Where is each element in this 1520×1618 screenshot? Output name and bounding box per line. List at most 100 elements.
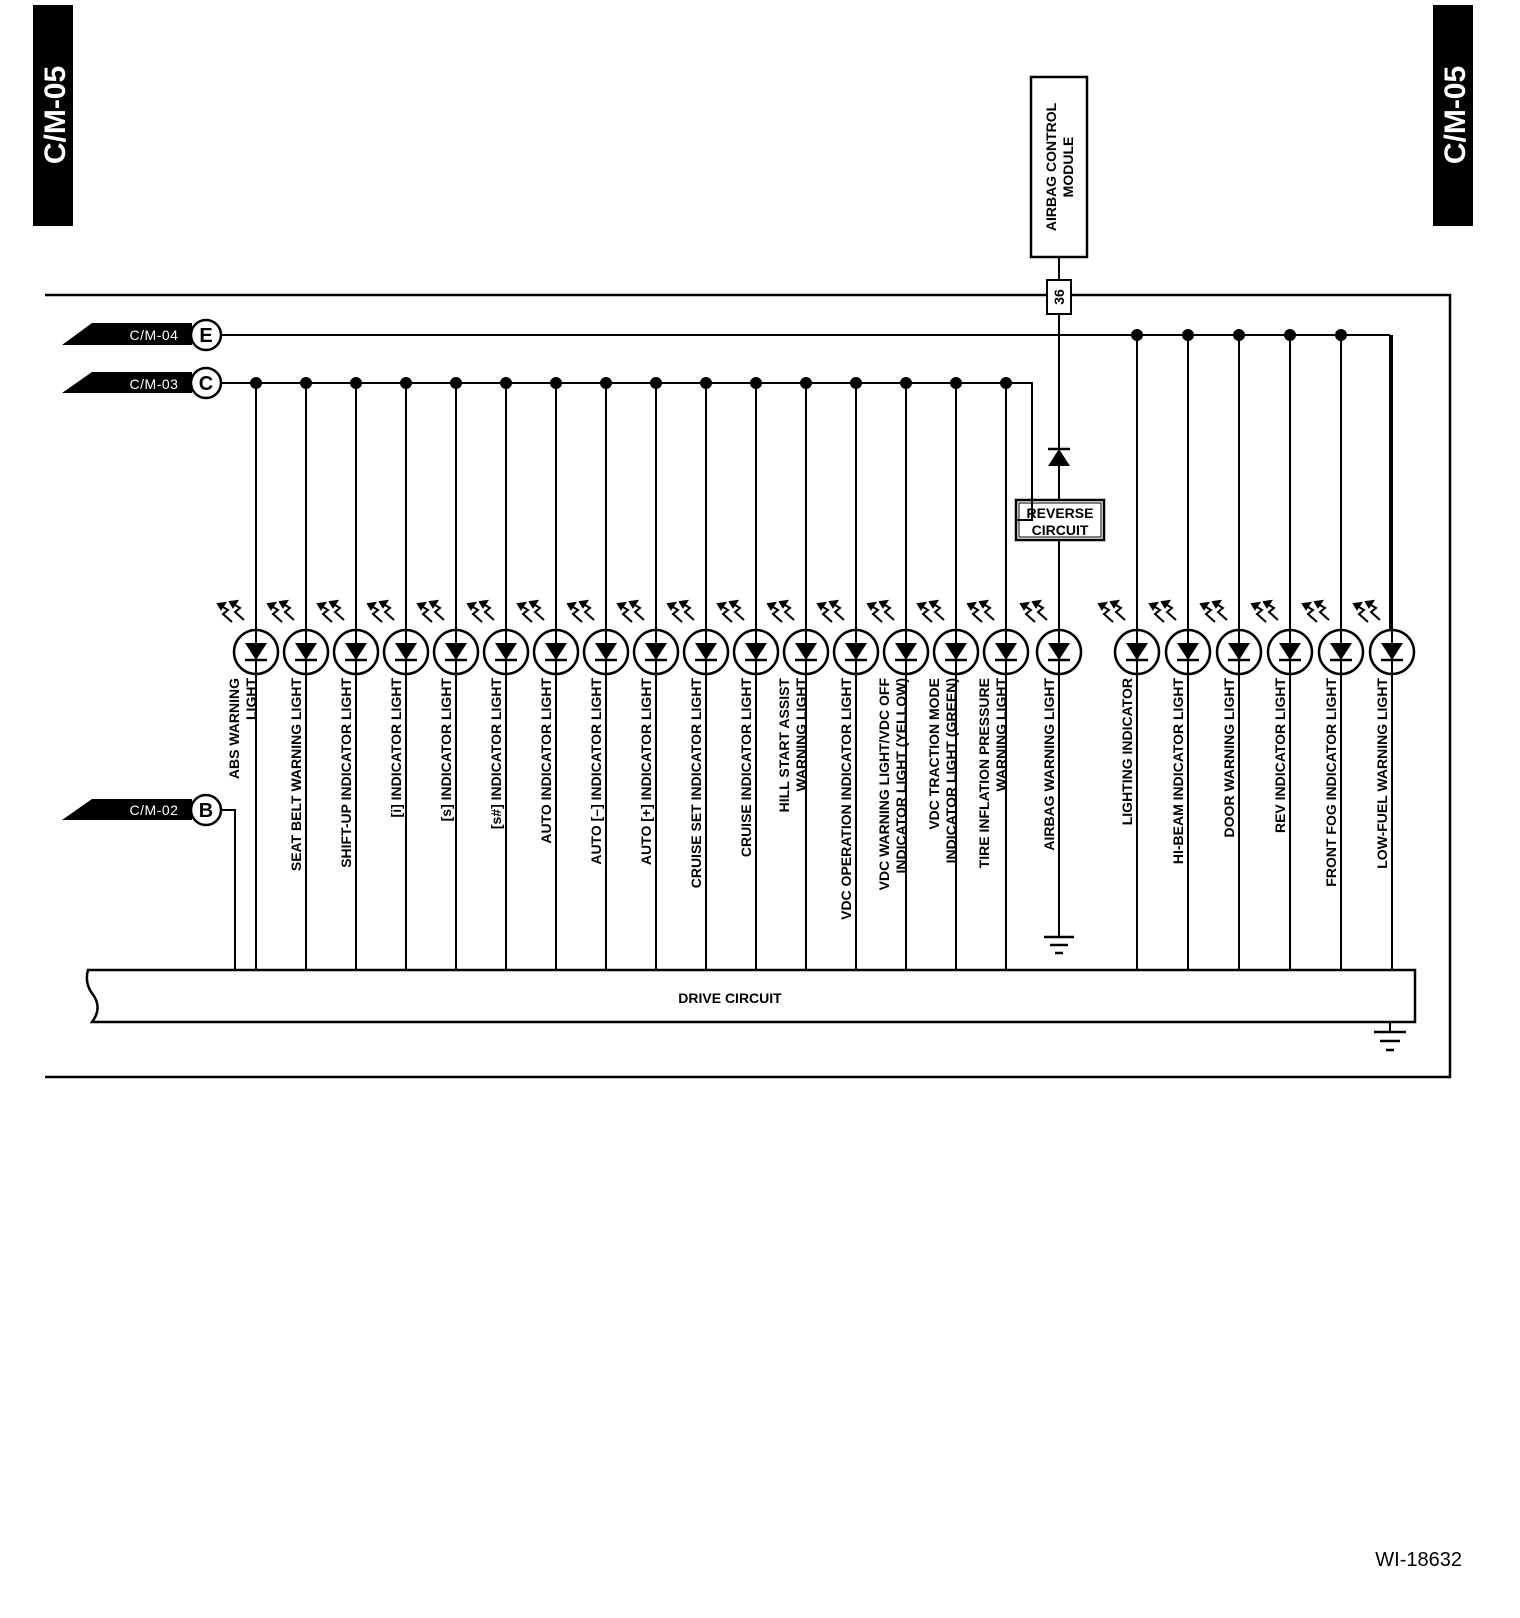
lamp-label: TIRE INFLATION PRESSURE <box>976 678 992 868</box>
pin-36-label: 36 <box>1051 289 1067 305</box>
lamp-4: [s] INDICATOR LIGHT <box>416 377 480 970</box>
page-tag-left: C/M-05 <box>39 66 72 164</box>
lamp-16: AIRBAG WARNING LIGHT <box>1019 599 1083 851</box>
meter-boundary <box>45 293 1452 1079</box>
junction-dot <box>350 377 362 389</box>
junction-dot <box>550 377 562 389</box>
lamp-label: SHIFT-UP INDICATOR LIGHT <box>338 678 354 868</box>
led-triangle <box>1228 643 1250 660</box>
airbag-control-module-label-2: MODULE <box>1060 137 1076 198</box>
lamp-9: CRUISE SET INDICATOR LIGHT <box>666 377 730 970</box>
junction-dot <box>1131 329 1143 341</box>
lamp-label: VDC TRACTION MODE <box>926 678 942 830</box>
led-triangle <box>245 643 267 660</box>
lamp-label: AUTO [–] INDICATOR LIGHT <box>588 678 604 865</box>
led-triangle <box>495 643 517 660</box>
junction-dot <box>850 377 862 389</box>
lamp-5: [s#] INDICATOR LIGHT <box>466 377 530 970</box>
diode-icon <box>1048 449 1070 466</box>
led-triangle <box>995 643 1017 660</box>
connector-cm03-flag <box>62 372 192 393</box>
light-emission-icon <box>366 599 395 623</box>
lamp-20: REV INDICATOR LIGHT <box>1250 329 1314 970</box>
lamp-label: [i] INDICATOR LIGHT <box>388 678 404 818</box>
airbag-control-module-box <box>1029 75 1089 259</box>
lamp-label: INDICATOR LIGHT (YELLOW) <box>893 678 909 873</box>
lamp-18: HI-BEAM INDICATOR LIGHT <box>1148 329 1212 970</box>
light-emission-icon <box>1352 599 1381 623</box>
lamp-2: SHIFT-UP INDICATOR LIGHT <box>316 377 380 970</box>
junction-dot <box>1233 329 1245 341</box>
led-triangle <box>1330 643 1352 660</box>
connector-cm02[interactable]: C/M-02 B <box>62 793 223 827</box>
lamp-label: LIGHT <box>243 678 259 720</box>
junction-dot <box>400 377 412 389</box>
led-triangle <box>795 643 817 660</box>
reverse-circuit-label-2: CIRCUIT <box>1032 522 1089 538</box>
lamp-6: AUTO INDICATOR LIGHT <box>516 377 580 970</box>
drive-circuit-ground-icon <box>1374 1030 1406 1052</box>
airbag-control-module-label-1: AIRBAG CONTROL <box>1043 102 1059 231</box>
lamp-1: SEAT BELT WARNING LIGHT <box>266 377 330 970</box>
led-triangle <box>345 643 367 660</box>
light-emission-icon <box>316 599 345 623</box>
airbag-ground-icon <box>1044 935 1074 955</box>
connector-cm03[interactable]: C/M-03 C <box>62 366 223 400</box>
junction-dot <box>300 377 312 389</box>
lamp-12: VDC OPERATION INDICATOR LIGHT <box>816 377 880 970</box>
light-emission-icon <box>816 599 845 623</box>
lamp-label: INDICATOR LIGHT (GREEN) <box>943 678 959 863</box>
lamp-label: FRONT FOG INDICATOR LIGHT <box>1323 678 1339 887</box>
lamp-label: CRUISE INDICATOR LIGHT <box>738 678 754 858</box>
light-emission-icon <box>416 599 445 623</box>
page-tag-right-bg <box>1433 5 1473 226</box>
led-triangle <box>1126 643 1148 660</box>
lamp-label: LIGHTING INDICATOR <box>1119 678 1135 825</box>
led-triangle <box>1381 643 1403 660</box>
light-emission-icon <box>916 599 945 623</box>
junction-dot <box>700 377 712 389</box>
lamp-label: [s#] INDICATOR LIGHT <box>488 678 504 830</box>
lamp-label: HI-BEAM INDICATOR LIGHT <box>1170 678 1186 865</box>
lamp-label: HILL START ASSIST <box>776 678 792 813</box>
junction-dot <box>650 377 662 389</box>
lamp-label: WARNING LIGHT <box>793 678 809 792</box>
led-triangle <box>1177 643 1199 660</box>
led-triangle <box>295 643 317 660</box>
led-triangle <box>1048 643 1070 660</box>
junction-dot <box>450 377 462 389</box>
light-emission-icon <box>766 599 795 623</box>
connector-cm02-circle <box>189 793 223 827</box>
led-triangle <box>395 643 417 660</box>
drive-circuit-box <box>85 968 1417 1024</box>
reverse-circuit-label-1: REVERSE <box>1027 505 1094 521</box>
lamp-22: LOW-FUEL WARNING LIGHT <box>1352 335 1416 970</box>
lamp-3: [i] INDICATOR LIGHT <box>366 377 430 970</box>
junction-dot <box>1284 329 1296 341</box>
light-emission-icon <box>1250 599 1279 623</box>
connector-cm04[interactable]: C/M-04 E <box>62 318 223 352</box>
lamp-label: REV INDICATOR LIGHT <box>1272 678 1288 833</box>
junction-dot <box>1182 329 1194 341</box>
lamp-7: AUTO [–] INDICATOR LIGHT <box>566 377 630 970</box>
junction-dot <box>750 377 762 389</box>
led-triangle <box>845 643 867 660</box>
lamp-label: VDC OPERATION INDICATOR LIGHT <box>838 678 854 920</box>
light-emission-icon <box>716 599 745 623</box>
connector-cm04-ref: C/M-04 <box>130 327 179 343</box>
led-triangle <box>895 643 917 660</box>
junction-dot <box>900 377 912 389</box>
light-emission-icon <box>1097 599 1126 623</box>
led-triangle <box>695 643 717 660</box>
light-emission-icon <box>1019 599 1048 623</box>
light-emission-icon <box>566 599 595 623</box>
lamp-label: AIRBAG WARNING LIGHT <box>1041 678 1057 851</box>
light-emission-icon <box>266 599 295 623</box>
lamp-10: CRUISE INDICATOR LIGHT <box>716 377 780 970</box>
lamp-17: LIGHTING INDICATOR <box>1097 329 1161 970</box>
